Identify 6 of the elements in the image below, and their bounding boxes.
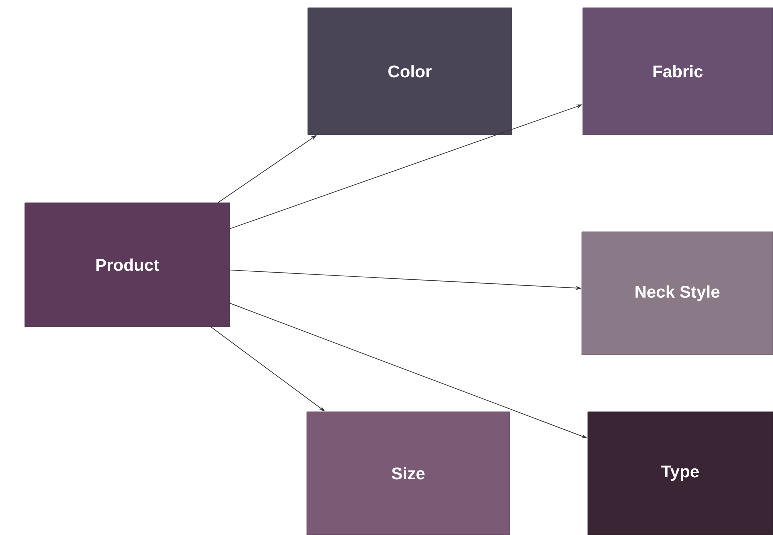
category-box: Neck Style xyxy=(582,232,773,356)
category-box: Type xyxy=(588,412,773,535)
category-box: Product xyxy=(24,202,230,328)
category-box: Size xyxy=(306,412,510,535)
category-box: Color xyxy=(308,8,512,136)
category-box: Fabric xyxy=(582,8,773,136)
